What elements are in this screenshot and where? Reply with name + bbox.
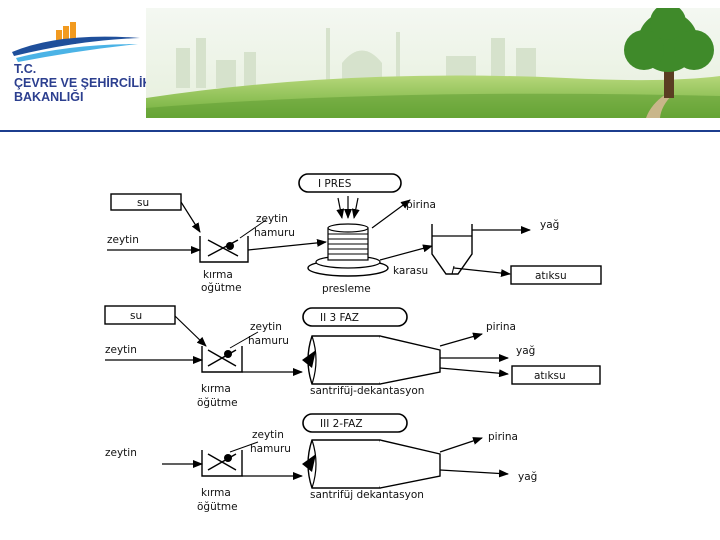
pomace-label-2: pirina [486,321,516,333]
stage-1-title-box [298,173,402,193]
stage-two-phase: III 2-FAZ zeytin kırma öğütme zeytin ham… [105,413,537,513]
crusher-3-feed-line [229,441,259,453]
waste-box-1 [510,265,602,285]
oil-arrow-3 [439,469,509,478]
waste-label-2: atıksu [534,370,566,382]
water-arrow-1 [180,201,201,233]
paste-label-3b: hamuru [250,443,291,455]
paste-label-2a: zeytin [250,321,282,333]
decanter-3-icon [302,439,441,489]
centrifuge-label-2: santrifüj-dekantasyon [310,385,424,397]
water-label-2: su [130,310,142,322]
header-divider [0,130,720,132]
olive-label-3: zeytin [105,447,137,459]
pomace-label-3: pirina [488,431,518,443]
pomace-arrow-3 [439,437,483,453]
oil-label-1: yağ [540,219,559,231]
decanter-2-icon [302,335,441,385]
stage-press: I PRES su zeytin kırma oğütme zeytin ham… [107,173,602,295]
paste-arrow-1 [247,238,327,251]
oil-label-2: yağ [516,345,535,357]
stage-2-title: II 3 FAZ [320,312,359,324]
logo-line-1: T.C. [14,62,37,76]
crush-label-3b: öğütme [197,501,238,513]
stage-1-title: I PRES [318,178,352,190]
stage-3-title-box [302,413,408,433]
pomace-label-1: pirina [406,199,436,211]
press-label: presleme [322,283,371,295]
stage-3-title: III 2-FAZ [320,418,363,430]
tank-outlet [451,265,455,275]
crush-label-2b: öğütme [197,397,238,409]
logo-line-3: BAKANLIĞI [14,90,84,104]
olive-label-2: zeytin [105,344,137,356]
oil-label-3: yağ [518,471,537,483]
tree-trunk [664,66,674,98]
centrifuge-label-3: santrifüj dekantasyon [310,489,424,501]
water-arrow-2 [174,315,207,347]
paste-label-1b: hamuru [254,227,295,239]
olive-oil-process-diagram: I PRES su zeytin kırma oğütme zeytin ham… [104,173,602,513]
pomace-arrow-1 [371,199,411,229]
paste-label-3a: zeytin [252,429,284,441]
page-header: T.C. ÇEVRE VE ŞEHİRCİLİK BAKANLIĞI [0,0,720,132]
waste-label-1: atıksu [535,270,567,282]
olive-label-1: zeytin [107,234,139,246]
crusher-2-icon [201,346,243,373]
press-icon [307,196,389,277]
crusher-2-feed-line [229,331,259,349]
crush-label-3a: kırma [201,487,231,499]
crusher-1-icon [199,236,249,263]
crush-label-2a: kırma [201,383,231,395]
paste-label-2b: hamuru [248,335,289,347]
black-water-label: karasu [393,265,428,277]
crusher-feed-line [239,219,267,239]
waste-arrow-2 [439,367,509,378]
waste-box-2 [511,365,601,385]
header-banner [146,8,720,118]
waste-arrow-1 [453,267,511,278]
water-box-2 [104,305,176,325]
ministry-logo: T.C. ÇEVRE VE ŞEHİRCİLİK BAKANLIĞI [10,22,152,112]
stage-2-title-box [302,307,408,327]
stage-three-phase: II 3 FAZ su zeytin kırma öğütme zeytin h… [104,305,601,409]
pomace-arrow-2 [439,332,483,347]
separator-tank-icon [431,224,473,275]
logo-line-2: ÇEVRE VE ŞEHİRCİLİK [14,76,152,90]
ministry-emblem-icon [12,22,140,62]
crusher-3-icon [201,450,243,477]
water-label-1: su [137,197,149,209]
crush-label-1a: kırma [203,269,233,281]
tree-icon [624,8,714,72]
black-water-arrow [379,244,433,261]
crush-label-1b: oğütme [201,282,242,294]
